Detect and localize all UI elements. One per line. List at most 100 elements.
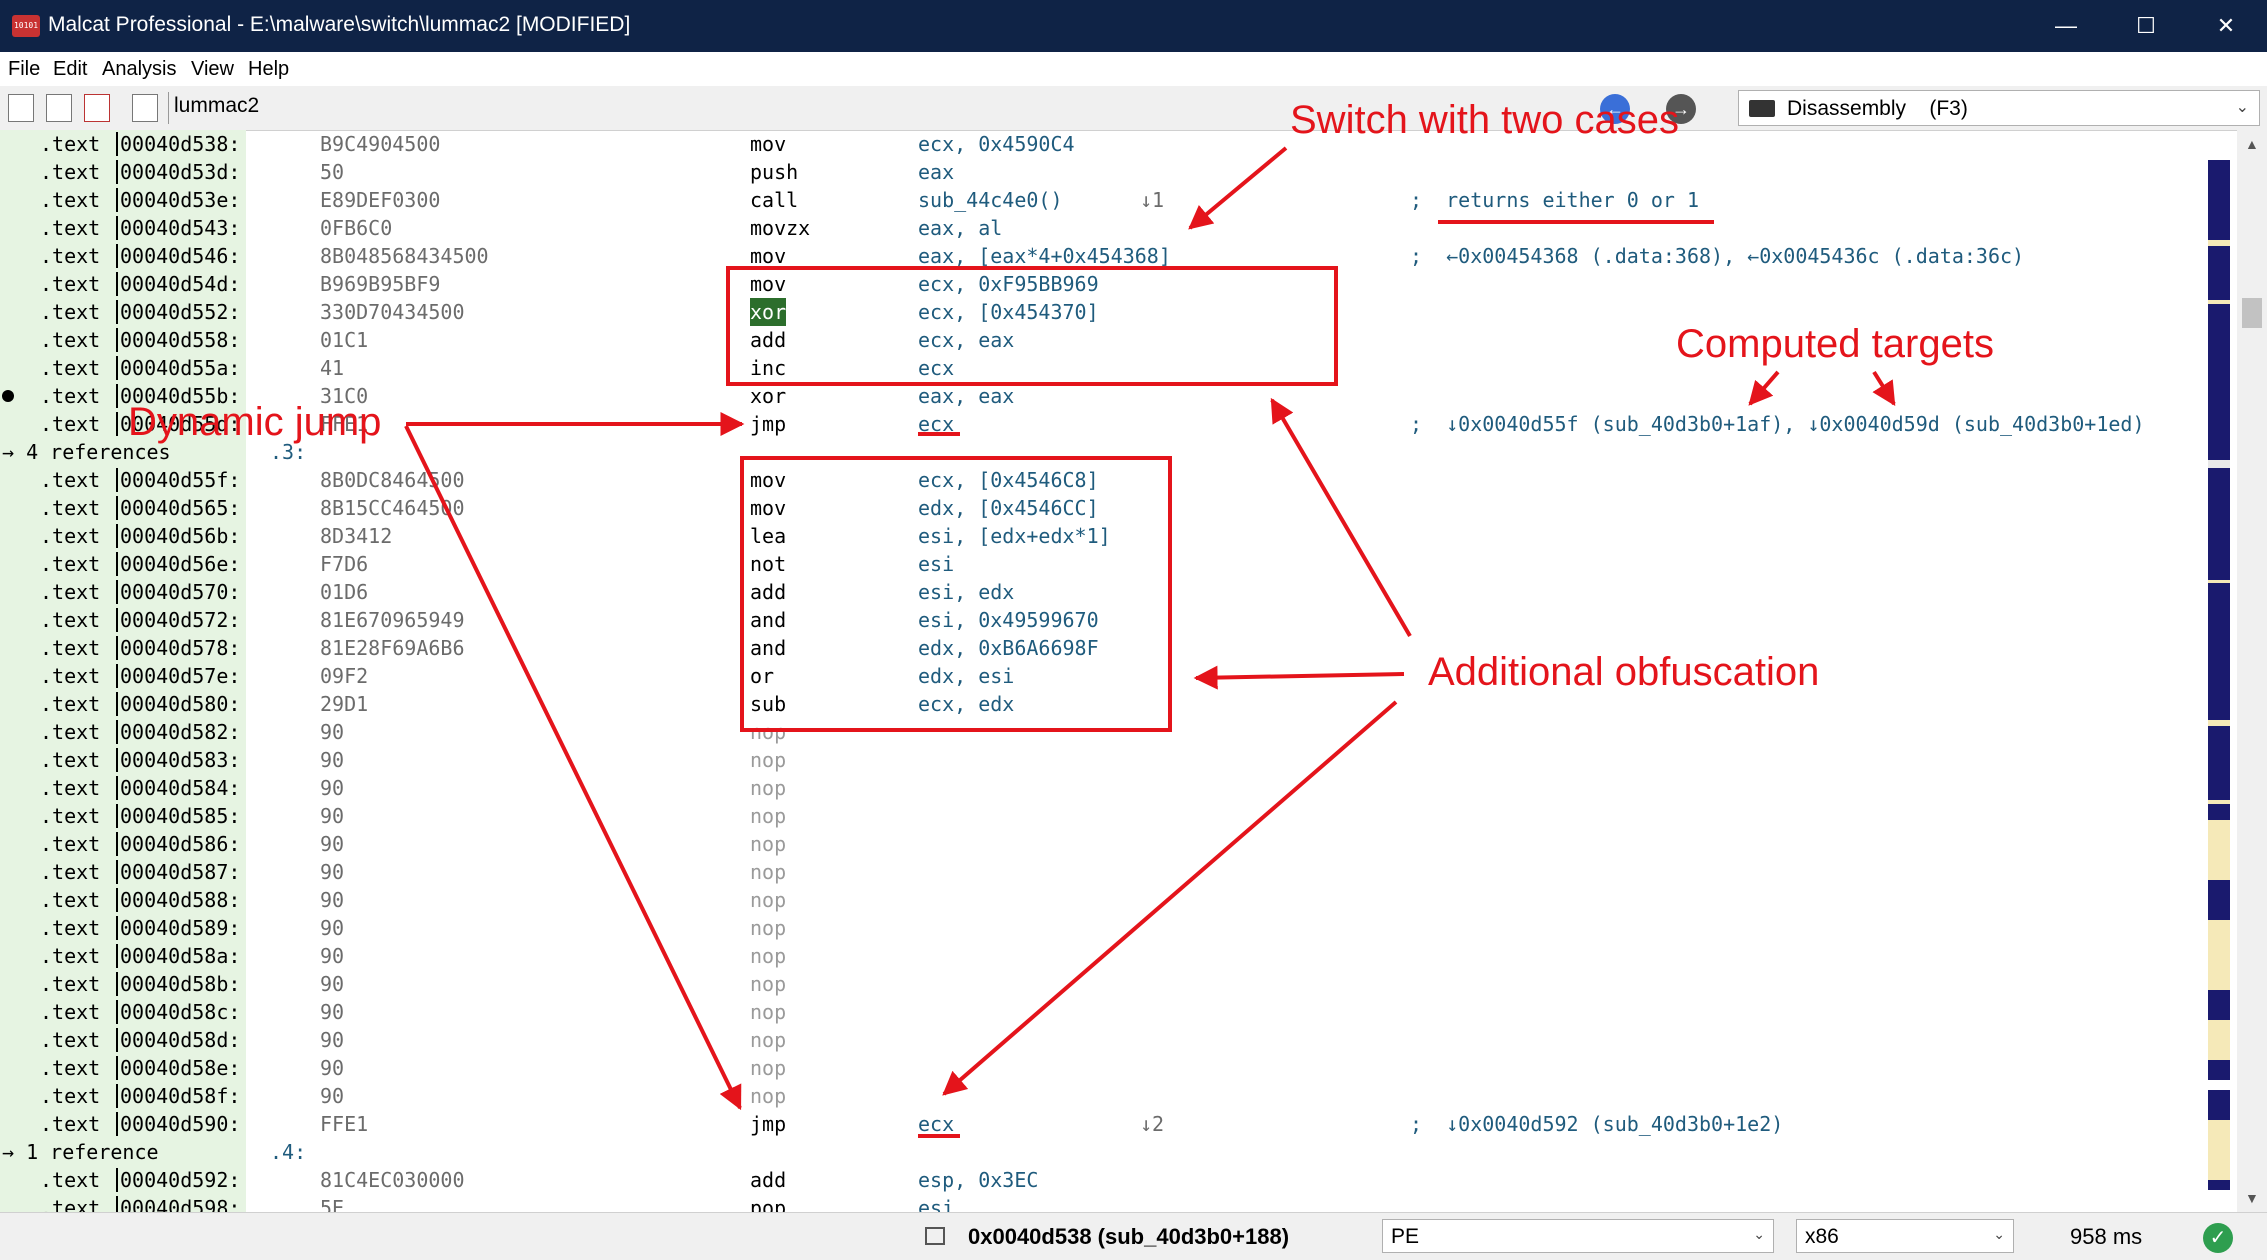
address[interactable]: 00040d56b: — [120, 524, 241, 548]
mnemonic[interactable]: movzx — [750, 216, 811, 240]
operands[interactable]: esi, edx — [918, 580, 1015, 604]
mnemonic[interactable]: nop — [750, 944, 787, 968]
scroll-thumb[interactable] — [2242, 298, 2262, 328]
address[interactable]: 00040d546: — [120, 244, 241, 268]
current-address[interactable]: 0x0040d538 (sub_40d3b0+188) — [968, 1224, 1290, 1249]
close-file-icon[interactable] — [84, 94, 110, 122]
address[interactable]: 00040d54d: — [120, 272, 241, 296]
address[interactable]: 00040d586: — [120, 832, 241, 856]
operands[interactable]: edx, esi — [918, 664, 1015, 688]
mnemonic[interactable]: and — [750, 608, 787, 632]
mnemonic[interactable]: nop — [750, 776, 787, 800]
address[interactable]: 00040d565: — [120, 496, 241, 520]
address[interactable]: 00040d58f: — [120, 1084, 241, 1108]
address[interactable]: 00040d55d: — [120, 412, 241, 436]
menu-view[interactable]: View — [191, 58, 234, 80]
reference-row[interactable]: → 4 references.3: — [0, 438, 2208, 466]
mnemonic[interactable]: or — [750, 664, 775, 688]
mnemonic[interactable]: nop — [750, 888, 787, 912]
address[interactable]: 00040d56e: — [120, 552, 241, 576]
address[interactable]: 00040d58d: — [120, 1028, 241, 1052]
arch-select[interactable]: x86 ⌄ — [1796, 1219, 2014, 1253]
address[interactable]: 00040d53d: — [120, 160, 241, 184]
xref-count[interactable]: → 4 references — [2, 440, 171, 464]
menu-edit[interactable]: Edit — [53, 58, 88, 80]
address[interactable]: 00040d592: — [120, 1168, 241, 1192]
address[interactable]: 00040d583: — [120, 748, 241, 772]
mnemonic[interactable]: nop — [750, 804, 787, 828]
back-arrow-icon[interactable]: ← — [1600, 94, 1630, 124]
mnemonic[interactable]: add — [750, 580, 787, 604]
menu-help[interactable]: Help — [248, 58, 290, 80]
format-select[interactable]: PE ⌄ — [1382, 1219, 1774, 1253]
mnemonic[interactable]: call — [750, 188, 799, 212]
address[interactable]: 00040d585: — [120, 804, 241, 828]
mnemonic[interactable]: nop — [750, 832, 787, 856]
mnemonic[interactable]: sub — [750, 692, 787, 716]
operands[interactable]: ecx — [918, 412, 955, 436]
address[interactable]: 00040d552: — [120, 300, 241, 324]
mnemonic[interactable]: push — [750, 160, 799, 184]
forward-arrow-icon[interactable]: → — [1666, 94, 1696, 124]
operands[interactable]: ecx, eax — [918, 328, 1015, 352]
address[interactable]: 00040d578: — [120, 636, 241, 660]
address[interactable]: 00040d58a: — [120, 944, 241, 968]
mnemonic[interactable]: nop — [750, 972, 787, 996]
address[interactable]: 00040d570: — [120, 580, 241, 604]
minimap[interactable] — [2208, 160, 2230, 1190]
operands[interactable]: edx, 0xB6A6698F — [918, 636, 1099, 660]
new-file-icon[interactable] — [46, 94, 72, 122]
operands[interactable]: ecx, 0x4590C4 — [918, 132, 1075, 156]
documents-icon[interactable] — [132, 94, 158, 122]
address[interactable]: 00040d584: — [120, 776, 241, 800]
maximize-button[interactable]: ☐ — [2136, 13, 2156, 38]
block-label[interactable]: .4: — [270, 1140, 307, 1164]
minimize-button[interactable]: — — [2055, 13, 2077, 38]
operands[interactable]: sub_44c4e0() — [918, 188, 1063, 212]
operands[interactable]: esi — [918, 1196, 955, 1212]
mnemonic[interactable]: xor — [750, 298, 787, 326]
reference-row[interactable]: → 1 reference.4: — [0, 1138, 2208, 1166]
address[interactable]: 00040d590: — [120, 1112, 241, 1136]
mnemonic[interactable]: mov — [750, 132, 787, 156]
operands[interactable]: esi — [918, 552, 955, 576]
mnemonic[interactable]: xor — [750, 384, 787, 408]
mnemonic[interactable]: add — [750, 328, 787, 352]
address[interactable]: 00040d55b: — [120, 384, 241, 408]
operands[interactable]: eax, eax — [918, 384, 1015, 408]
menu-analysis[interactable]: Analysis — [102, 58, 177, 80]
operands[interactable]: ecx — [918, 356, 955, 380]
address[interactable]: 00040d587: — [120, 860, 241, 884]
operands[interactable]: esp, 0x3EC — [918, 1168, 1039, 1192]
operands[interactable]: esi, 0x49599670 — [918, 608, 1099, 632]
address[interactable]: 00040d53e: — [120, 188, 241, 212]
address[interactable]: 00040d572: — [120, 608, 241, 632]
address[interactable]: 00040d58c: — [120, 1000, 241, 1024]
operands[interactable]: eax, al — [918, 216, 1003, 240]
close-button[interactable]: ✕ — [2216, 13, 2236, 38]
mnemonic[interactable]: mov — [750, 468, 787, 492]
address[interactable]: 00040d598: — [120, 1196, 241, 1212]
operands[interactable]: eax, [eax*4+0x454368] — [918, 244, 1171, 268]
